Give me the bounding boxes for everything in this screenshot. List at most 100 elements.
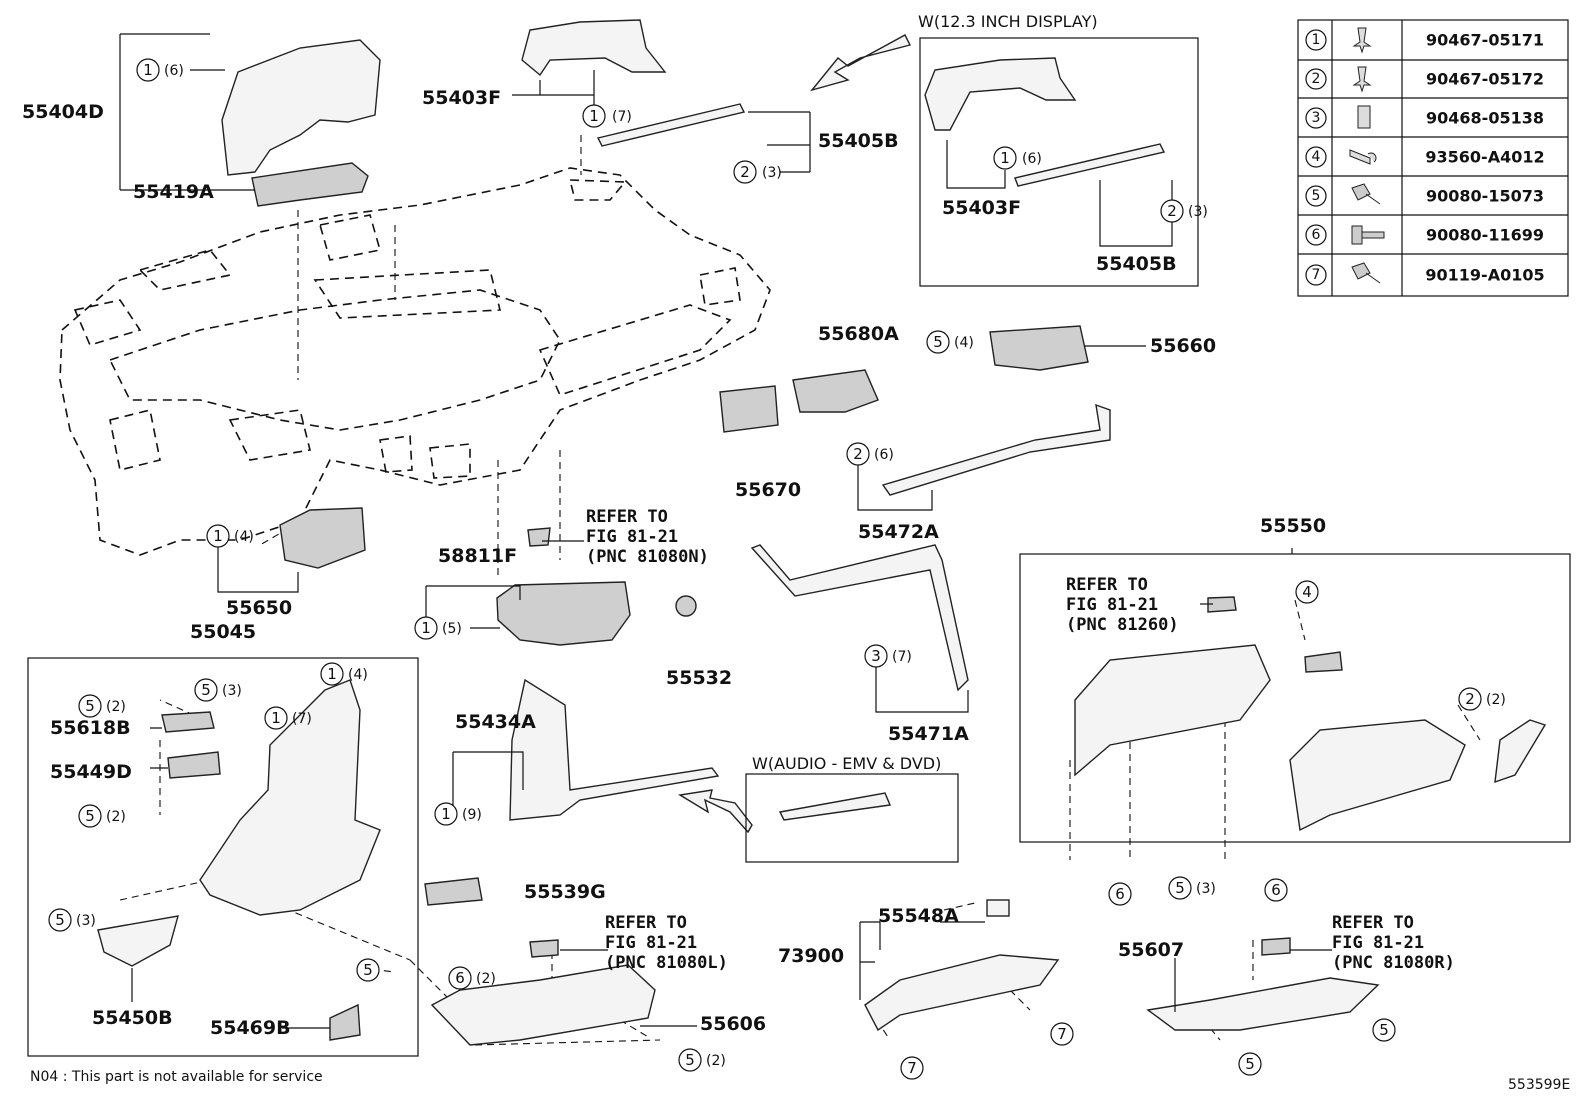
lower-panel-55606 [430,964,656,1046]
svg-text:1: 1 [271,709,281,727]
clip-icon [1352,66,1372,93]
pn-55548A: 55548A [878,905,959,927]
svg-text:REFER TO: REFER TO [1332,913,1414,933]
svg-text:(4): (4) [954,335,974,351]
pn-55045: 55045 [190,621,256,643]
svg-text:FIG 81-21: FIG 81-21 [586,527,678,547]
pn-55472A: 55472A [858,521,939,543]
connector-81080L [529,939,559,958]
svg-text:1: 1 [1312,32,1321,48]
clip-nut-icon [1357,105,1371,129]
clip-55548A [986,899,1010,917]
svg-text:(6): (6) [874,447,894,463]
audio-garnish [778,792,891,821]
arrow-to-audio [677,789,753,834]
svg-text:7: 7 [907,1059,917,1077]
cluster-hood [221,39,381,176]
svg-text:2: 2 [1465,690,1475,708]
box-55550 [1019,553,1571,843]
svg-text:5: 5 [933,333,943,351]
pn-55539G: 55539G [524,881,606,903]
lower-panel-55607 [1146,977,1380,1031]
garnish-55472A [881,403,1111,496]
legend-row-3: 3 90468-05138 [1305,105,1544,129]
callout-2-3-b: 2(3) [1160,199,1208,223]
screw-icon [1351,262,1381,284]
svg-text:(2): (2) [106,699,126,715]
part-number-labels: 55404D 55419A 55403F 55405B 55403F 55405… [22,87,1326,1039]
callout-1-4-b: 1(4) [320,662,368,686]
callout-5-c: 5 [1238,1052,1262,1076]
finish-panel-55045 [199,679,381,916]
svg-text:(9): (9) [462,807,482,823]
audio-variant-box [745,773,959,863]
callout-5-3-a: 5(3) [194,678,242,702]
nav-bezel-58811F [496,581,631,646]
vent-55680A [792,369,879,413]
svg-text:REFER TO: REFER TO [1066,575,1148,595]
pn-55680A: 55680A [818,323,899,345]
svg-text:(3): (3) [1196,881,1216,897]
svg-text:(3): (3) [222,683,242,699]
callout-5-4: 5 (4) [926,330,974,354]
legend-row-4: 4 93560-A4012 [1305,146,1545,168]
defroster-garnish [596,103,746,147]
callout-1-5: 1 (5) [414,616,462,640]
svg-text:FIG 81-21: FIG 81-21 [1066,595,1158,615]
svg-text:6: 6 [455,969,465,987]
callout-5-b: 5 [1372,1018,1396,1042]
pn-73900: 73900 [778,945,844,967]
parts [97,19,1547,1046]
svg-text:(7): (7) [612,109,632,125]
callout-7-b: 7 [900,1056,924,1080]
pn-55660: 55660 [1150,335,1216,357]
pn-58811F: 58811F [438,545,517,567]
svg-text:3: 3 [1312,110,1321,126]
pn-55449D: 55449D [50,761,132,783]
pn-55606: 55606 [700,1013,766,1035]
svg-text:4: 4 [1312,149,1321,165]
svg-text:(2): (2) [706,1053,726,1069]
svg-text:(7): (7) [892,649,912,665]
screw-icon [1351,183,1381,205]
upper-panel-center [521,19,667,77]
callout-5-2-b: 5(2) [78,804,126,828]
vent-55670 [719,385,779,433]
pn-55618B: 55618B [50,717,131,739]
callout-5-3-b: 5(3) [48,908,96,932]
knob-55532 [675,595,697,617]
pn-55404D: 55404D [22,101,104,123]
pn-55403F: 55403F [422,87,501,109]
garnish-55471A [750,544,969,692]
svg-text:2: 2 [740,163,750,181]
callout-5-single: 5 [356,958,380,982]
svg-text:(PNC 81080R): (PNC 81080R) [1332,953,1455,973]
bezel-55449D [167,751,221,779]
svg-text:93560-A4012: 93560-A4012 [1425,148,1544,167]
vent-55650 [279,507,366,569]
pn-55670: 55670 [735,479,801,501]
svg-text:90080-11699: 90080-11699 [1426,226,1544,245]
diagram-id: 553599E [1508,1077,1570,1093]
svg-text:(3): (3) [762,165,782,181]
svg-text:1: 1 [421,619,431,637]
display-variant-title: W(12.3 INCH DISPLAY) [918,12,1098,31]
callout-1-6-b: 1 (6) [993,146,1042,170]
svg-text:90467-05172: 90467-05172 [1426,70,1544,89]
svg-text:(2): (2) [476,971,496,987]
svg-text:90119-A0105: 90119-A0105 [1425,266,1544,285]
pn-55550: 55550 [1260,515,1326,537]
svg-text:(6): (6) [1022,151,1042,167]
svg-text:(4): (4) [348,667,368,683]
pin-icon [1349,149,1377,165]
svg-text:FIG 81-21: FIG 81-21 [605,933,697,953]
connector-81080R [1261,937,1291,956]
svg-text:(3): (3) [76,913,96,929]
svg-text:1: 1 [1000,149,1010,167]
svg-text:7: 7 [1057,1025,1067,1043]
svg-text:(5): (5) [442,621,462,637]
audio-variant-title: W(AUDIO - EMV & DVD) [752,754,941,773]
bezel-55618B [161,711,215,733]
svg-text:3: 3 [871,647,881,665]
svg-text:2: 2 [1312,71,1321,87]
